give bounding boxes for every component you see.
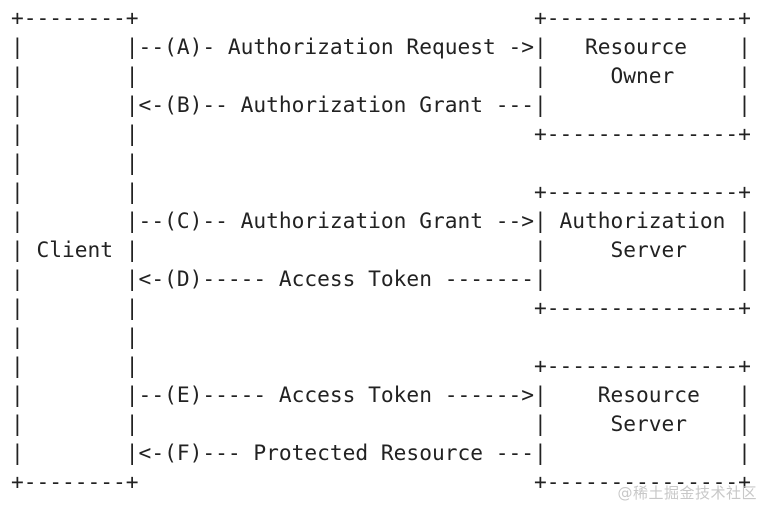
diagram-line-17: +--------+ +---------------+: [11, 469, 751, 494]
diagram-line-1: +--------+ +---------------+: [11, 5, 751, 30]
diagram-line-4-grant-b: | |<-(B)-- Authorization Grant ---| |: [11, 92, 751, 117]
diagram-line-9-client: | Client | | Server |: [11, 237, 751, 262]
diagram-line-13: | | +---------------+: [11, 353, 751, 378]
watermark: @稀土掘金技术社区: [617, 484, 757, 502]
diagram-line-12: | |: [11, 324, 139, 349]
diagram-line-8-grant-c: | |--(C)-- Authorization Grant -->| Auth…: [11, 208, 751, 233]
diagram-line-6: | |: [11, 150, 139, 175]
diagram-line-16-resource-f: | |<-(F)--- Protected Resource ---| |: [11, 440, 751, 465]
diagram-line-5: | | +---------------+: [11, 121, 751, 146]
diagram-line-11: | | +---------------+: [11, 295, 751, 320]
diagram-line-15: | | | Server |: [11, 411, 751, 436]
diagram-line-14-token-e: | |--(E)----- Access Token ------>| Reso…: [11, 382, 751, 407]
diagram-line-10-token-d: | |<-(D)----- Access Token -------| |: [11, 266, 751, 291]
diagram-line-2-request-a: | |--(A)- Authorization Request ->| Reso…: [11, 34, 751, 59]
diagram-line-7: | | +---------------+: [11, 179, 751, 204]
diagram-line-3: | | | Owner |: [11, 63, 751, 88]
oauth-flow-ascii-diagram: +--------+ +---------------+ | |--(A)- Au…: [11, 3, 751, 496]
